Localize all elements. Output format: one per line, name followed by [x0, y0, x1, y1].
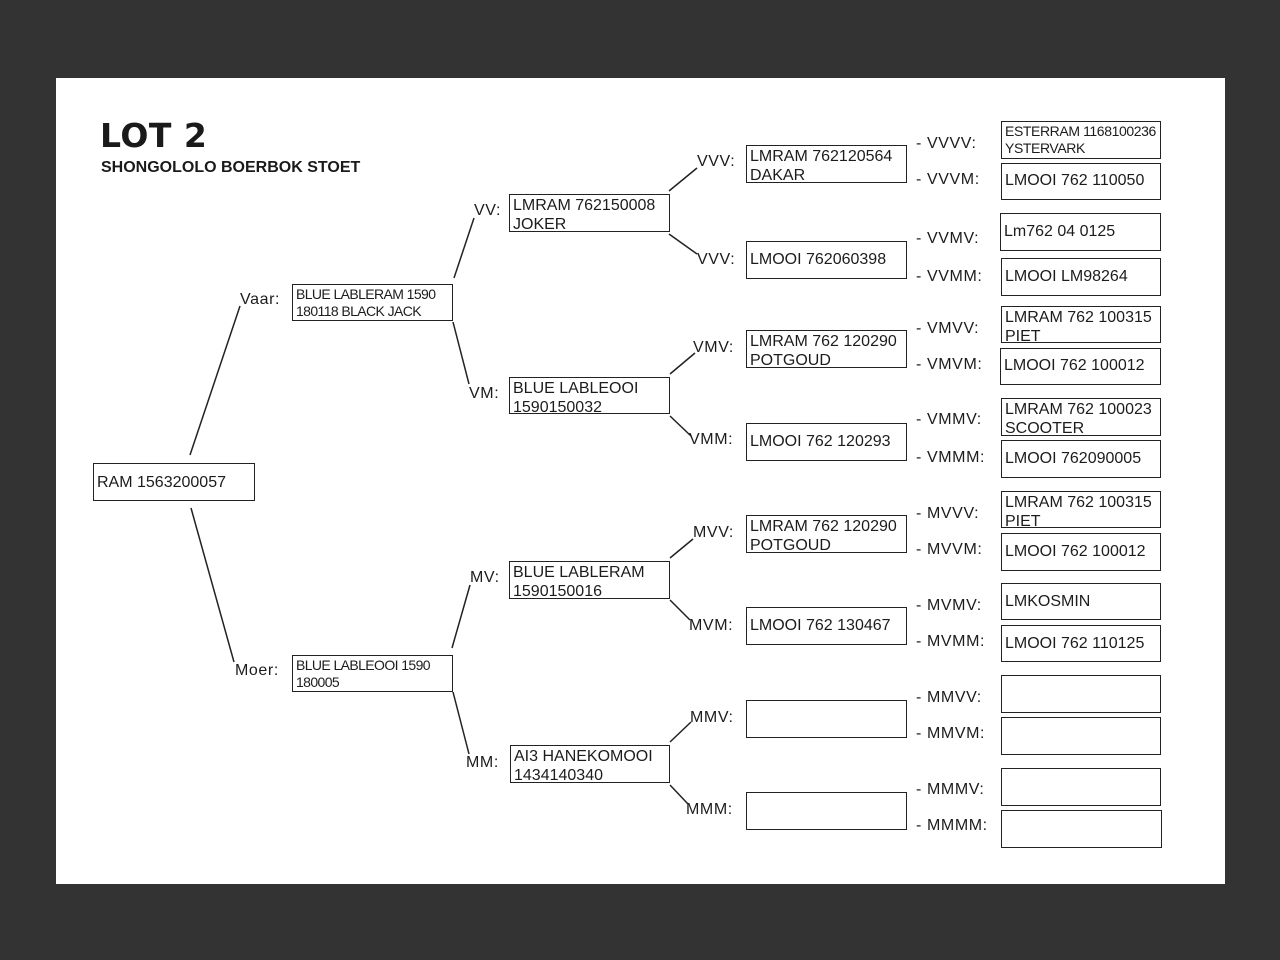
great-grandparent-vvm: LMOOI 762060398 [746, 241, 907, 279]
label-vvvm: - VVVM: [916, 171, 980, 188]
g4-vvvv: ESTERRAM 1168100236 YSTERVARK [1001, 121, 1161, 159]
g4-mmmm [1001, 810, 1162, 848]
label-vmvm: - VMVM: [916, 356, 983, 373]
label-vvvv: - VVVV: [916, 135, 977, 152]
label-vmmm: - VMMM: [916, 449, 986, 466]
root-animal: RAM 1563200057 [93, 463, 255, 501]
label-moer: Moer: [235, 662, 279, 679]
label-vmv: VMV: [693, 339, 734, 356]
label-mv: MV: [470, 569, 500, 586]
grandparent-mm: AI3 HANEKOMOOI 1434140340 [510, 745, 670, 783]
label-vvm: VVV: [697, 251, 736, 268]
label-vv: VV: [474, 202, 501, 219]
label-mm: MM: [466, 754, 499, 771]
great-grandparent-mvm: LMOOI 762 130467 [746, 607, 907, 645]
g4-mvmm: LMOOI 762 110125 [1001, 625, 1161, 662]
label-vmvv: - VMVV: [916, 320, 980, 337]
label-vaar: Vaar: [240, 291, 281, 308]
label-vvmv: - VVMV: [916, 230, 980, 247]
grandparent-vm: BLUE LABLEOOI 1590150032 [509, 377, 670, 414]
label-mvvv: - MVVV: [916, 505, 980, 522]
label-mmmv: - MMMV: [916, 781, 985, 798]
grandparent-mv: BLUE LABLERAM 1590150016 [509, 561, 670, 599]
great-grandparent-mmm [746, 792, 907, 830]
great-grandparent-mvv: LMRAM 762 120290 POTGOUD [746, 515, 907, 553]
label-mvmm: - MVMM: [916, 633, 986, 650]
label-vvmm: - VVMM: [916, 268, 983, 285]
g4-mmvm [1001, 717, 1161, 755]
g4-vmvv: LMRAM 762 100315 PIET [1001, 306, 1161, 343]
great-grandparent-mmv [746, 700, 907, 738]
label-mmvm: - MMVM: [916, 725, 986, 742]
parent-moer: BLUE LABLEOOI 1590 180005 [292, 655, 453, 692]
g4-vmvm: LMOOI 762 100012 [1000, 348, 1161, 385]
lot-title: LOT 2 [100, 116, 208, 155]
label-mmv: MMV: [690, 709, 734, 726]
label-mmmm: - MMMM: [916, 817, 988, 834]
label-mvv: MVV: [693, 524, 734, 541]
great-grandparent-vmv: LMRAM 762 120290 POTGOUD [746, 330, 907, 368]
label-mmvv: - MMVV: [916, 689, 982, 706]
parent-vaar: BLUE LABLERAM 1590 180118 BLACK JACK [292, 284, 453, 321]
g4-vmmm: LMOOI 762090005 [1001, 440, 1161, 478]
g4-mmmv [1001, 768, 1161, 806]
g4-vvmv: Lm762 04 0125 [1000, 213, 1161, 251]
label-mvm: MVM: [689, 617, 734, 634]
label-vvv: VVV: [697, 153, 736, 170]
g4-mvvm: LMOOI 762 100012 [1001, 533, 1161, 571]
g4-mmvv [1001, 675, 1161, 713]
great-grandparent-vmm: LMOOI 762 120293 [746, 423, 907, 461]
label-vmm: VMM: [689, 431, 734, 448]
g4-vvvm: LMOOI 762 110050 [1001, 163, 1161, 200]
g4-vvmm: LMOOI LM98264 [1001, 258, 1161, 296]
great-grandparent-vvv: LMRAM 762120564 DAKAR [746, 145, 907, 183]
g4-mvvv: LMRAM 762 100315 PIET [1001, 491, 1161, 528]
label-mvvm: - MVVM: [916, 541, 983, 558]
g4-vmmv: LMRAM 762 100023 SCOOTER [1001, 398, 1161, 436]
label-mmm: MMM: [686, 801, 733, 818]
g4-mvmv: LMKOSMIN [1001, 583, 1161, 620]
grandparent-vv: LMRAM 762150008 JOKER [509, 194, 670, 232]
label-vm: VM: [469, 385, 500, 402]
label-vmmv: - VMMV: [916, 411, 982, 428]
stud-name: SHONGOLOLO BOERBOK STOET [101, 159, 361, 176]
label-mvmv: - MVMV: [916, 597, 982, 614]
